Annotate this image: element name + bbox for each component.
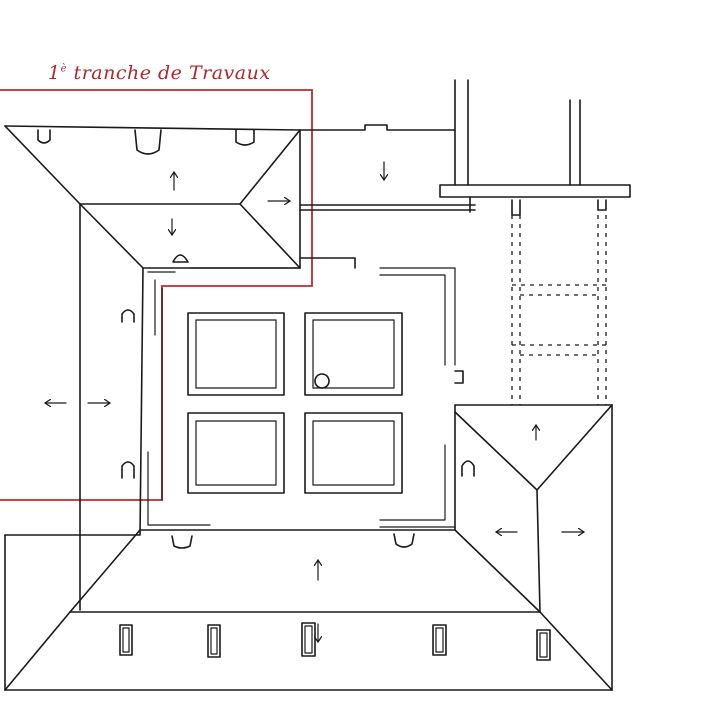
phase-text: tranche de Travaux: [67, 62, 271, 84]
roof-hatch-icon: [432, 624, 447, 656]
left-wing-roof: [4, 125, 301, 611]
top-connecting-roof: [299, 124, 476, 269]
downpipe-icon: [37, 129, 51, 144]
work-zone-outline: [0, 89, 313, 501]
phase-number: 1: [48, 62, 61, 84]
work-phase-annotation: 1è tranche de Travaux: [48, 62, 271, 84]
roof-hatch-icon: [207, 624, 221, 658]
downpipe-icon: [172, 254, 189, 263]
downpipe-icon: [393, 533, 415, 548]
downpipe-icon: [134, 129, 162, 155]
downpipe-icon: [597, 199, 607, 211]
courtyard: [147, 267, 456, 528]
existing-structure: [439, 79, 631, 213]
roof-hatch-icon: [119, 624, 133, 656]
downpipe-icon: [511, 199, 521, 216]
downpipe-icon: [121, 309, 135, 323]
building-outline: [4, 404, 613, 691]
downpipe-icon: [454, 370, 464, 384]
downpipe-icon: [171, 535, 193, 549]
skylight-icon: [187, 312, 285, 396]
right-wing-roof: [454, 404, 613, 613]
skylight-icon: [304, 412, 403, 494]
downpipe-icon: [461, 460, 475, 477]
bottom-wing-roof: [4, 529, 613, 691]
skylight-icon: [304, 312, 403, 396]
dashed-extension: [511, 215, 607, 405]
downpipe-icon: [235, 129, 255, 146]
skylight-icon: [187, 412, 285, 494]
downpipe-icon: [121, 461, 135, 479]
phase-ordinal: è: [60, 63, 68, 75]
roof-hatch-icon: [536, 629, 551, 661]
roof-hatch-icon: [301, 622, 316, 657]
